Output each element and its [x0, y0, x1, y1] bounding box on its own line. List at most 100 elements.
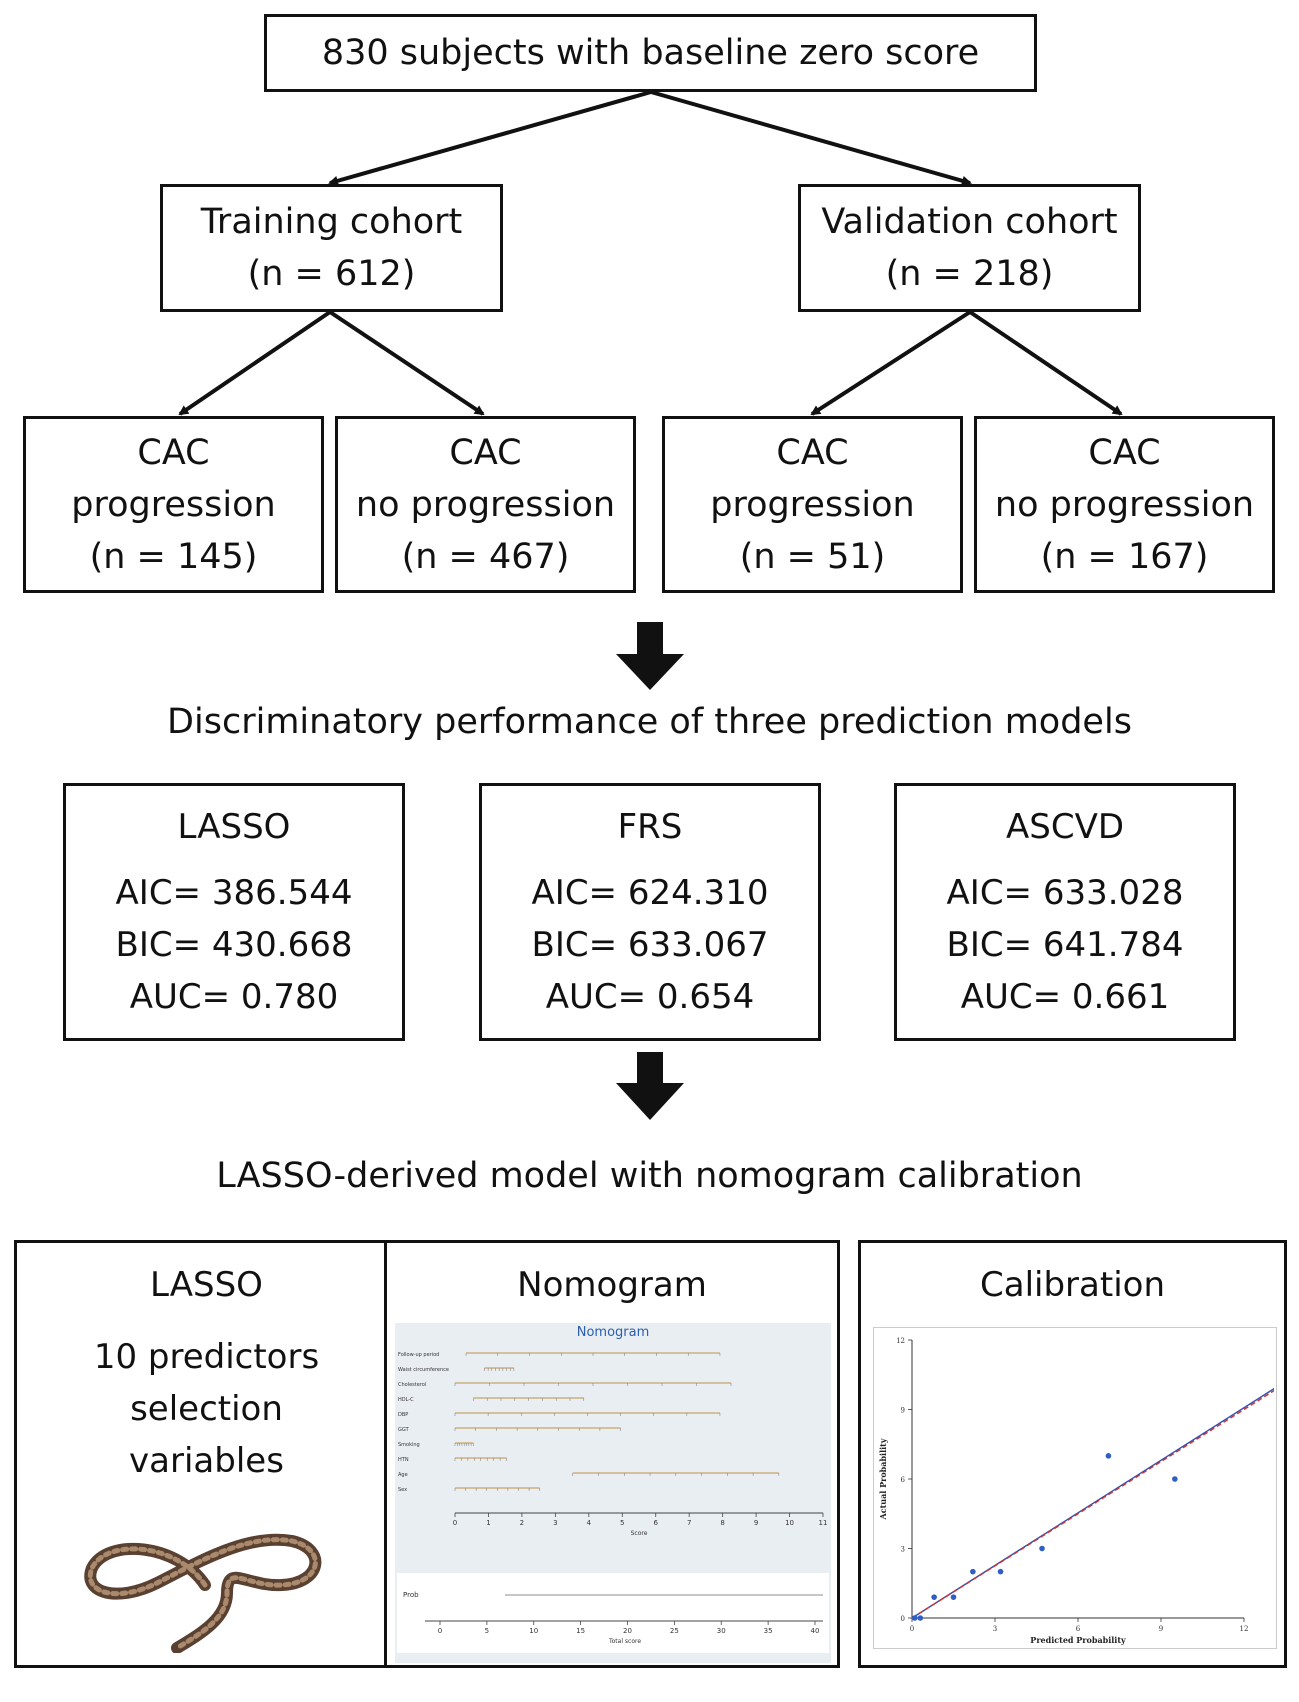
leaf-box-validation-progression: CAC progression (n = 51) [662, 416, 963, 593]
leaf-label-line1: CAC [137, 432, 210, 473]
calibration-y-tick-label: 0 [901, 1615, 905, 1623]
connector-validation-noprogression [968, 310, 1123, 416]
calibration-ideal-line [911, 1374, 1299, 1619]
calibration-point [1105, 1453, 1112, 1459]
nomogram-row-label: GGT [398, 1427, 410, 1433]
model-bic: BIC= 430.668 [115, 925, 353, 965]
nomogram-row-label: Sex [398, 1487, 407, 1493]
nomogram-total-tick-label: 40 [811, 1627, 820, 1635]
calibration-point [917, 1615, 924, 1621]
model-aic: AIC= 386.544 [115, 873, 353, 913]
nomogram-score-tick-label: 7 [687, 1519, 691, 1527]
nomogram-score-label: Score [631, 1530, 648, 1537]
training-cohort-box: Training cohort (n = 612) [160, 184, 503, 312]
leaf-label-line1: CAC [776, 432, 849, 473]
nomogram-total-tick-label: 10 [529, 1627, 538, 1635]
panel-calibration-title: Calibration [980, 1265, 1165, 1305]
leaf-label-line3: (n = 167) [1040, 536, 1209, 577]
calibration-y-tick-label: 3 [901, 1546, 905, 1554]
calibration-y-tick-label: 12 [896, 1337, 905, 1345]
model-aic: AIC= 633.028 [946, 873, 1184, 913]
training-cohort-n: (n = 612) [247, 254, 416, 294]
nomogram-inner-title: Nomogram [576, 1325, 650, 1340]
leaf-label-line3: (n = 145) [89, 536, 258, 577]
model-box-ascvd: ASCVD AIC= 633.028 BIC= 641.784 AUC= 0.6… [894, 783, 1236, 1041]
nomogram-row-label: Cholesterol [398, 1382, 426, 1388]
model-name: ASCVD [1005, 807, 1125, 847]
nomogram-total-tick-label: 35 [764, 1627, 773, 1635]
nomogram-score-tick-label: 11 [819, 1519, 828, 1527]
section-heading-performance: Discriminatory performance of three pred… [167, 702, 1132, 742]
nomogram-total-tick-label: 5 [485, 1627, 489, 1635]
nomogram-score-tick-label: 10 [785, 1519, 794, 1527]
nomogram-total-tick-label: 20 [623, 1627, 632, 1635]
connector-root-validation [650, 90, 972, 186]
model-aic: AIC= 624.310 [531, 873, 769, 913]
leaf-box-training-no-progression: CAC no progression (n = 467) [335, 416, 636, 593]
lasso-rope-icon [84, 1533, 322, 1653]
calibration-point [950, 1594, 957, 1600]
leaf-label-line3: (n = 51) [739, 536, 886, 577]
connector-training-noprogression [328, 310, 485, 416]
nomogram-total-tick-label: 0 [438, 1627, 442, 1635]
calibration-x-tick-label: 9 [1159, 1625, 1163, 1633]
panel-lasso-line3: variables [129, 1441, 284, 1481]
nomogram-score-tick-label: 3 [553, 1519, 557, 1527]
calibration-point [1172, 1476, 1178, 1482]
nomogram-row-label: HDL-C [398, 1397, 414, 1403]
calibration-x-tick-label: 6 [1076, 1625, 1081, 1633]
calibration-point [931, 1594, 937, 1600]
calibration-x-tick-label: 3 [993, 1625, 997, 1633]
calibration-point [997, 1568, 1004, 1575]
panel-lasso-text: 10 predictors selection variables [17, 1331, 396, 1487]
nomogram-score-tick-label: 9 [754, 1519, 758, 1527]
nomogram-score-tick-label: 1 [486, 1519, 490, 1527]
nomogram-total-tick-label: 25 [670, 1627, 679, 1635]
nomogram-row-label: Waist circumference [398, 1367, 449, 1373]
nomogram-row-label: DBP [398, 1412, 408, 1418]
training-cohort-title: Training cohort [200, 202, 463, 242]
nomogram-total-tick-label: 30 [717, 1627, 726, 1635]
nomogram-total-label: Total score [608, 1638, 641, 1645]
leaf-label-line3: (n = 467) [401, 536, 570, 577]
panel-lasso-line2: selection [130, 1389, 283, 1429]
root-box: 830 subjects with baseline zero score [264, 14, 1037, 92]
model-auc: AUC= 0.780 [129, 977, 339, 1017]
nomogram-score-tick-label: 6 [653, 1519, 658, 1527]
leaf-label-line2: progression [710, 484, 915, 525]
calibration-x-tick-label: 0 [910, 1625, 914, 1633]
model-name: FRS [617, 807, 683, 847]
calibration-point [911, 1615, 918, 1621]
model-bic: BIC= 633.067 [531, 925, 769, 965]
nomogram-score-tick-label: 4 [587, 1519, 592, 1527]
calibration-y-label: Actual Probability [878, 1438, 888, 1520]
leaf-label-line1: CAC [1088, 432, 1161, 473]
connector-validation-progression [810, 310, 972, 416]
validation-cohort-box: Validation cohort (n = 218) [798, 184, 1141, 312]
nomogram-total-tick-label: 15 [576, 1627, 585, 1635]
model-name: LASSO [177, 807, 291, 847]
calibration-x-label: Predicted Probability [1030, 1635, 1126, 1645]
nomogram-score-tick-label: 5 [620, 1519, 624, 1527]
calibration-point [970, 1568, 976, 1575]
panel-nomogram-title: Nomogram [517, 1265, 707, 1305]
model-box-lasso: LASSO AIC= 386.544 BIC= 430.668 AUC= 0.7… [63, 783, 405, 1041]
nomogram-row-label: Follow-up period [398, 1352, 439, 1358]
leaf-box-training-progression: CAC progression (n = 145) [23, 416, 324, 593]
validation-cohort-title: Validation cohort [821, 202, 1118, 242]
validation-cohort-n: (n = 218) [885, 254, 1054, 294]
nomogram-row-label: HTN [398, 1457, 409, 1463]
model-auc: AUC= 0.661 [960, 977, 1170, 1017]
panel-lasso-line1: 10 predictors [93, 1337, 320, 1377]
nomogram-row-label: Age [398, 1472, 408, 1478]
nomogram-row-label: Smoking [398, 1442, 420, 1448]
leaf-label-line2: no progression [355, 484, 616, 525]
section-heading-nomogram: LASSO-derived model with nomogram calibr… [216, 1156, 1083, 1196]
nomogram-score-tick-label: 8 [720, 1519, 724, 1527]
leaf-label-line1: CAC [449, 432, 522, 473]
